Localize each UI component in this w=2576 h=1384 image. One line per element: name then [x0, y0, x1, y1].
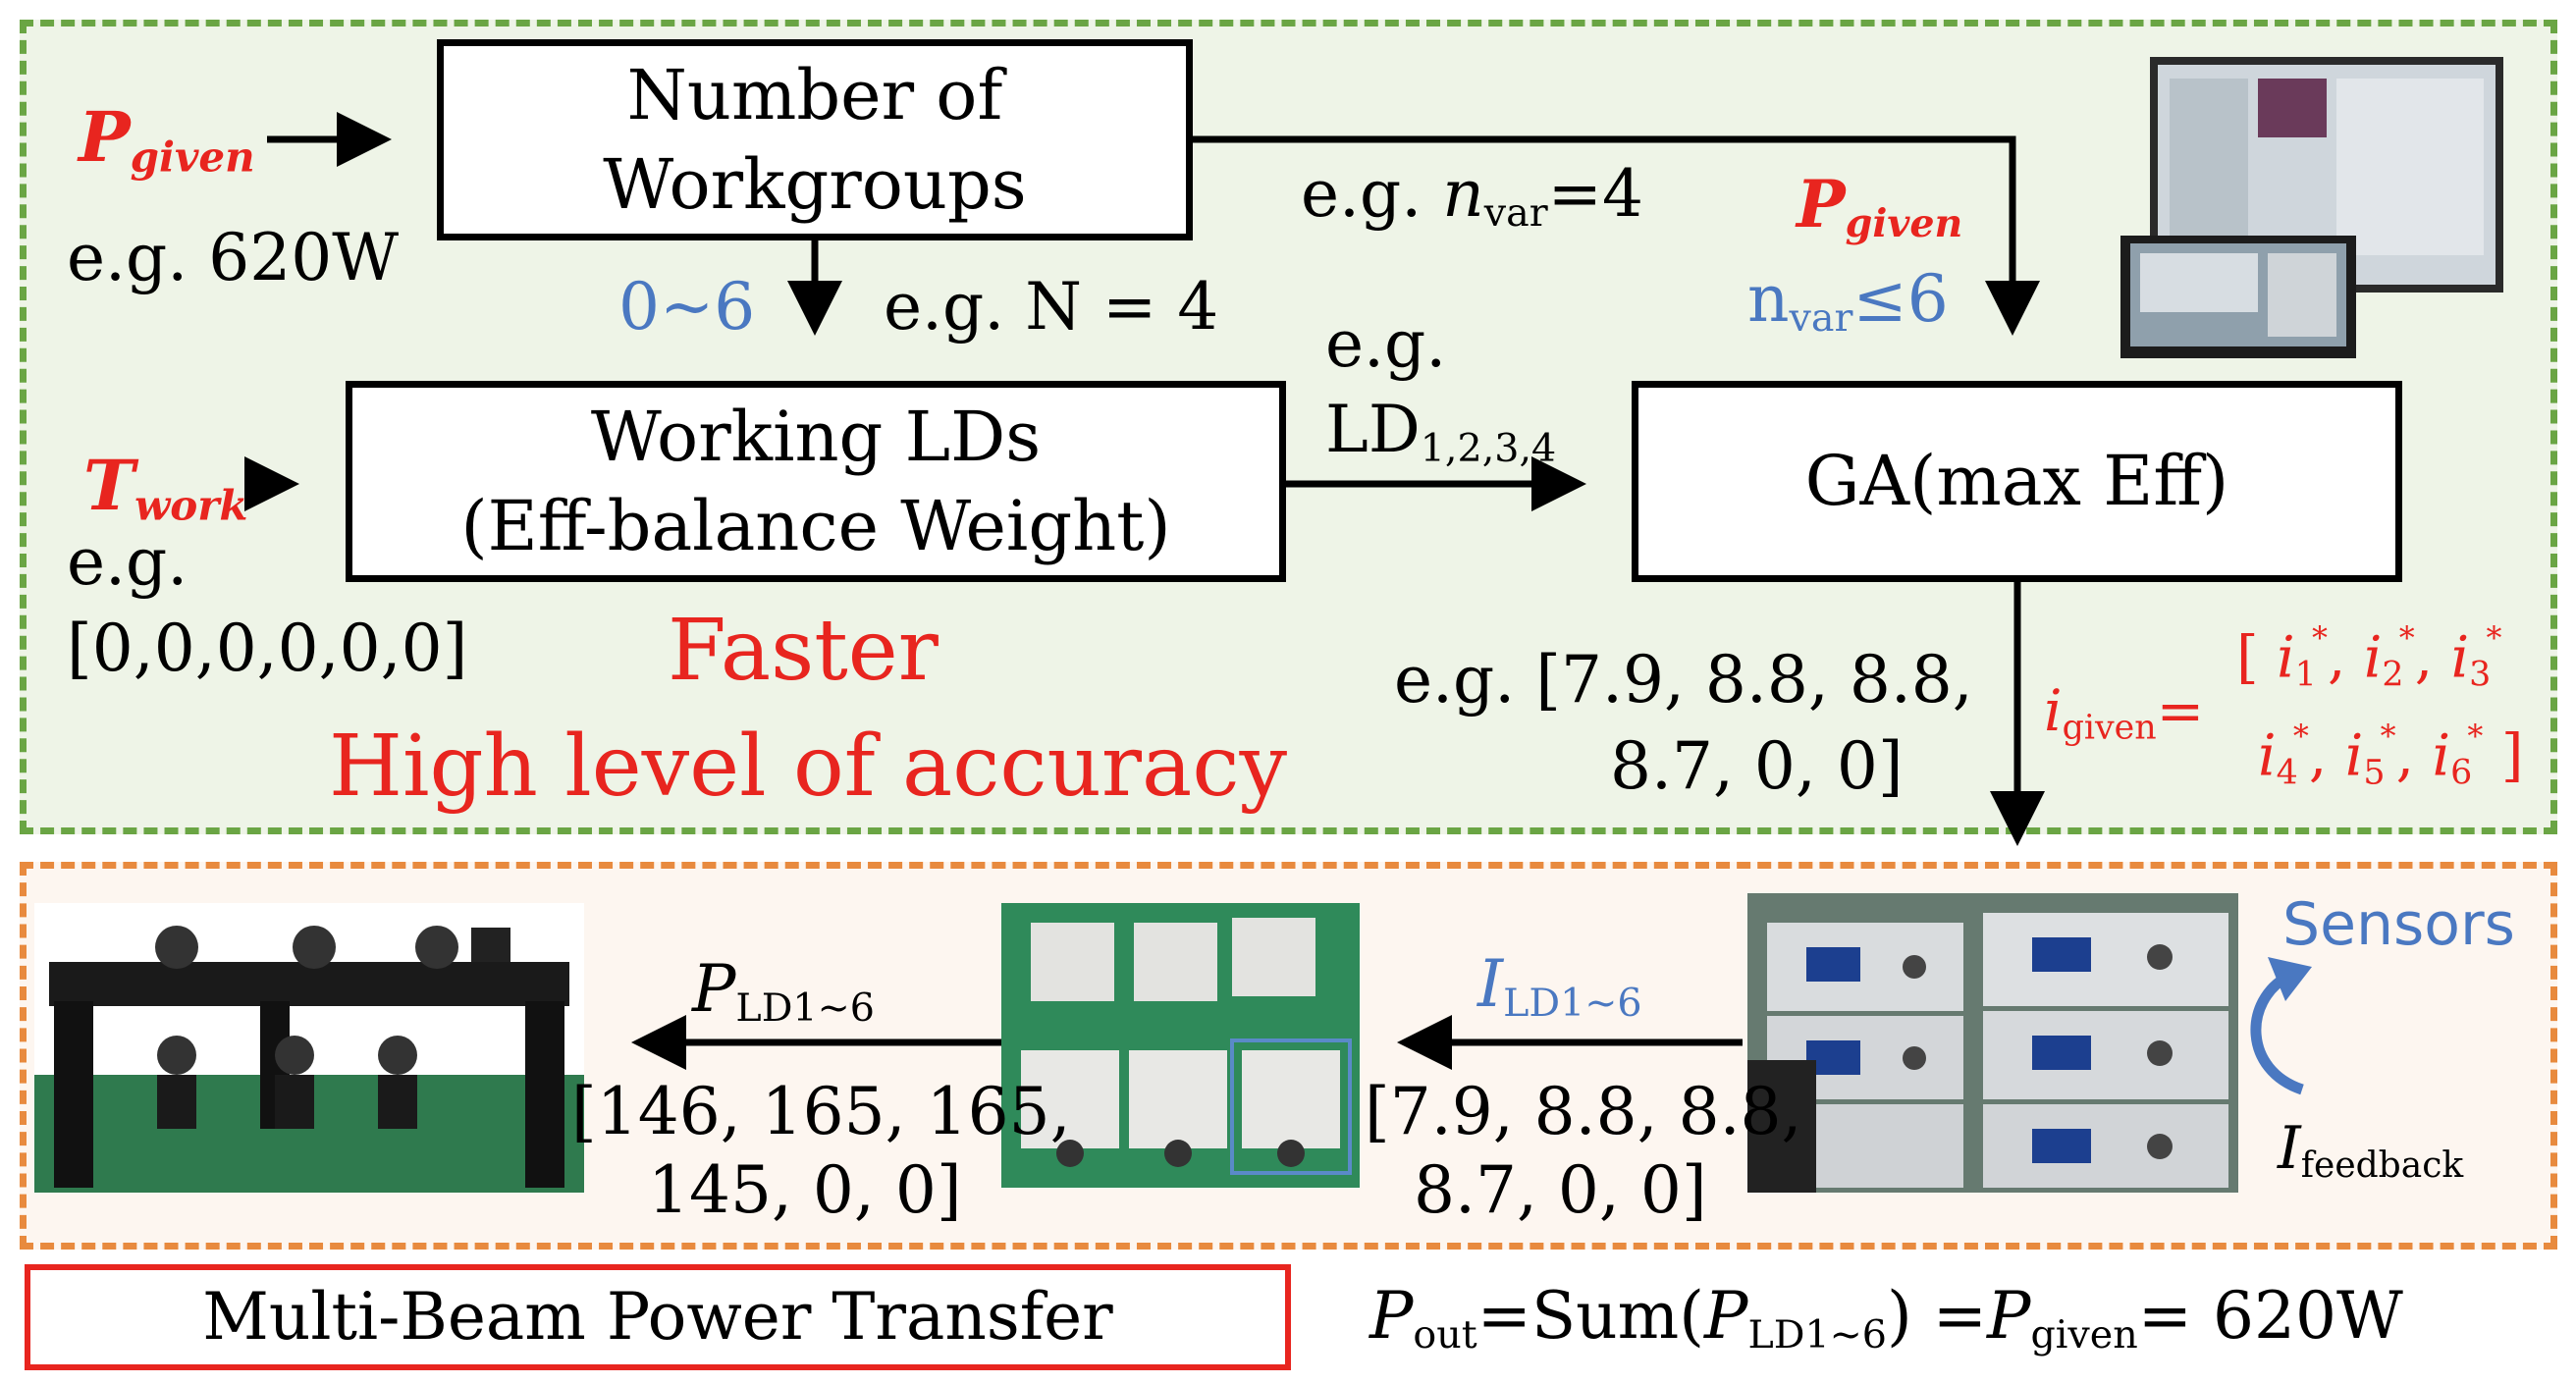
t-work-example-value: [0,0,0,0,0,0] [67, 611, 468, 686]
ld-example-prefix: e.g. [1325, 306, 1447, 382]
p-given-ga-label: Pgiven [1797, 166, 1963, 246]
multi-beam-power-transfer-box: Multi-Beam Power Transfer [25, 1264, 1291, 1370]
i-ld-values-line-1: [7.9, 8.8, 8.8, [1365, 1074, 1802, 1149]
i-ld-values-line-2: 8.7, 0, 0] [1414, 1152, 1707, 1228]
p-given-example: e.g. 620W [67, 220, 400, 295]
working-lds-line-2: (Eff-balance Weight) [460, 485, 1171, 566]
i-feedback-label: Ifeedback [2278, 1114, 2464, 1186]
i-given-vector-line-1: [ i1*, i2*, i3* [2236, 619, 2502, 695]
i-given-vector-line-2: i4*, i5*, i6* ] [2258, 718, 2524, 793]
laser-diode-modules-photo [1001, 903, 1360, 1188]
working-lds-box: Working LDs (Eff-balance Weight) [346, 381, 1286, 582]
workgroups-line-1: Number of [626, 54, 1003, 135]
current-example-line-2: 8.7, 0, 0] [1610, 728, 1904, 804]
n-example-label: e.g. N = 4 [884, 269, 1219, 345]
ga-label: GA(max Eff) [1804, 441, 2229, 521]
number-of-workgroups-box: Number of Workgroups [437, 39, 1193, 240]
current-example-line-1: e.g. [7.9, 8.8, 8.8, [1394, 642, 1973, 718]
t-work-example-prefix: e.g. [67, 524, 188, 600]
faster-label: Faster [668, 602, 939, 700]
control-software-monitor-photo [2120, 49, 2513, 358]
laser-driver-power-supplies-photo [1747, 893, 2238, 1193]
t-work-input-label: Twork [83, 445, 248, 530]
i-given-label: igiven= [2044, 677, 2205, 748]
n-range-label: 0~6 [618, 269, 756, 345]
ga-max-eff-box: GA(max Eff) [1632, 381, 2402, 582]
ld-example-label: LD1,2,3,4 [1325, 392, 1557, 471]
accuracy-label: High level of accuracy [329, 718, 1288, 816]
sensors-label: Sensors [2282, 890, 2515, 959]
i-ld-label: ILD1~6 [1477, 946, 1642, 1026]
nvar-example-label: e.g. nvar=4 [1301, 156, 1643, 236]
nvar-limit-label: nvar≤6 [1747, 261, 1949, 341]
p-given-input-label: Pgiven [79, 96, 255, 182]
beam-receiver-platform-photo [34, 903, 584, 1193]
p-ld-label: PLD1~6 [692, 951, 875, 1031]
workgroups-line-2: Workgroups [603, 143, 1027, 225]
mbpt-label: Multi-Beam Power Transfer [202, 1279, 1113, 1356]
working-lds-line-1: Working LDs [590, 396, 1042, 477]
p-ld-values-line-1: [146, 165, 165, [571, 1074, 1071, 1149]
p-ld-values-line-2: 145, 0, 0] [648, 1152, 962, 1228]
output-power-equation: Pout=Sum(PLD1~6) =Pgiven= 620W [1369, 1278, 2403, 1357]
